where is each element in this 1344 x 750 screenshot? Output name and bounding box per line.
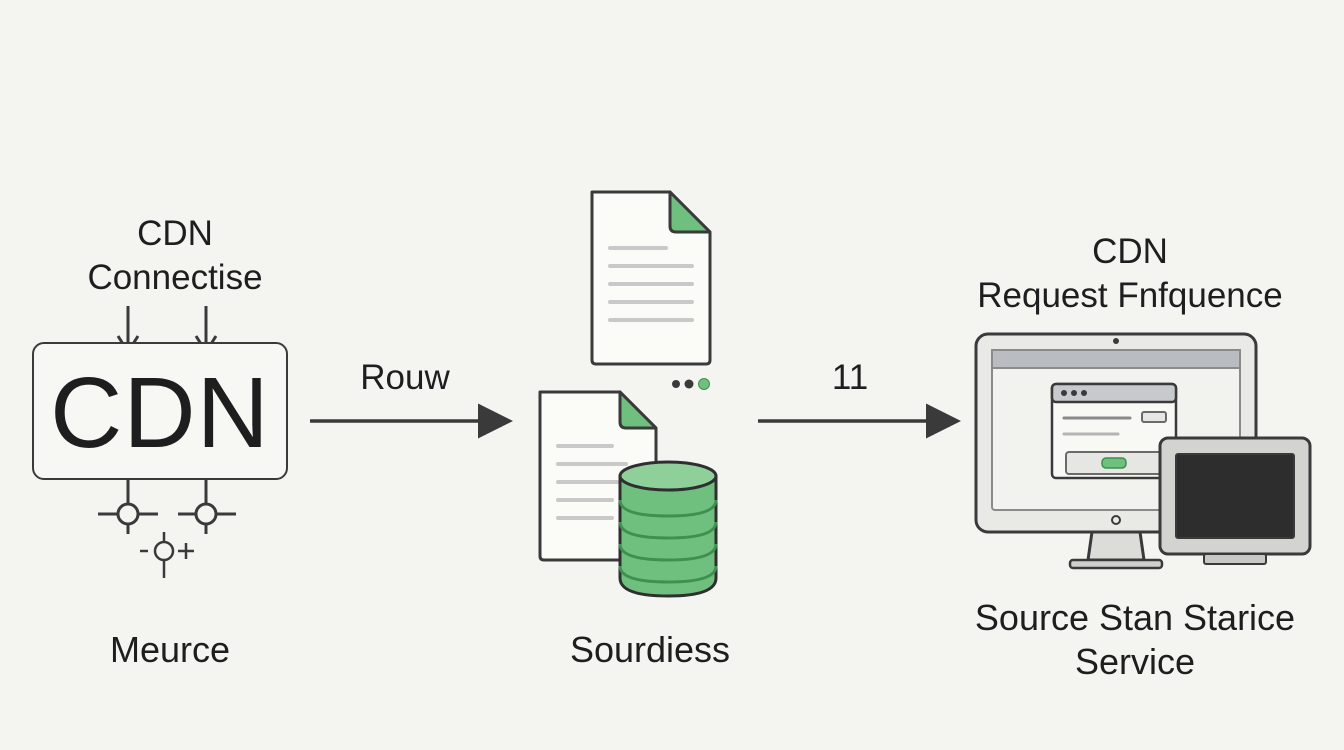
cdn-box: CDN: [32, 342, 288, 480]
left-title-line1: CDN: [137, 214, 213, 253]
tablet-icon: [1158, 436, 1312, 565]
left-caption: Meurce: [109, 629, 231, 670]
document-icon: [590, 190, 712, 366]
network-node-icon: [178, 480, 236, 534]
arrow2-label: 11: [831, 358, 869, 397]
right-caption-line1: Source Stan Starice: [974, 597, 1296, 638]
arrow1-label: Rouw: [360, 358, 450, 397]
browser-window-icon: [1050, 382, 1178, 480]
more-dots-icon: [672, 378, 710, 390]
left-title-line2: Connectise: [87, 258, 263, 297]
right-caption-line2: Service: [1074, 641, 1196, 682]
network-node-icon: [140, 532, 194, 578]
cdn-box-text: CDN: [50, 357, 270, 469]
right-title-line2: Request Fnfquence: [977, 276, 1283, 315]
right-caption: Source Stan Starice Service: [930, 596, 1340, 684]
right-title: CDN Request Fnfquence: [940, 230, 1320, 318]
middle-caption: Sourdiess: [569, 629, 731, 670]
left-title: CDN Connectise: [40, 212, 310, 300]
database-icon: [618, 460, 718, 598]
network-node-icon: [98, 480, 158, 534]
right-title-line1: CDN: [1092, 232, 1168, 271]
